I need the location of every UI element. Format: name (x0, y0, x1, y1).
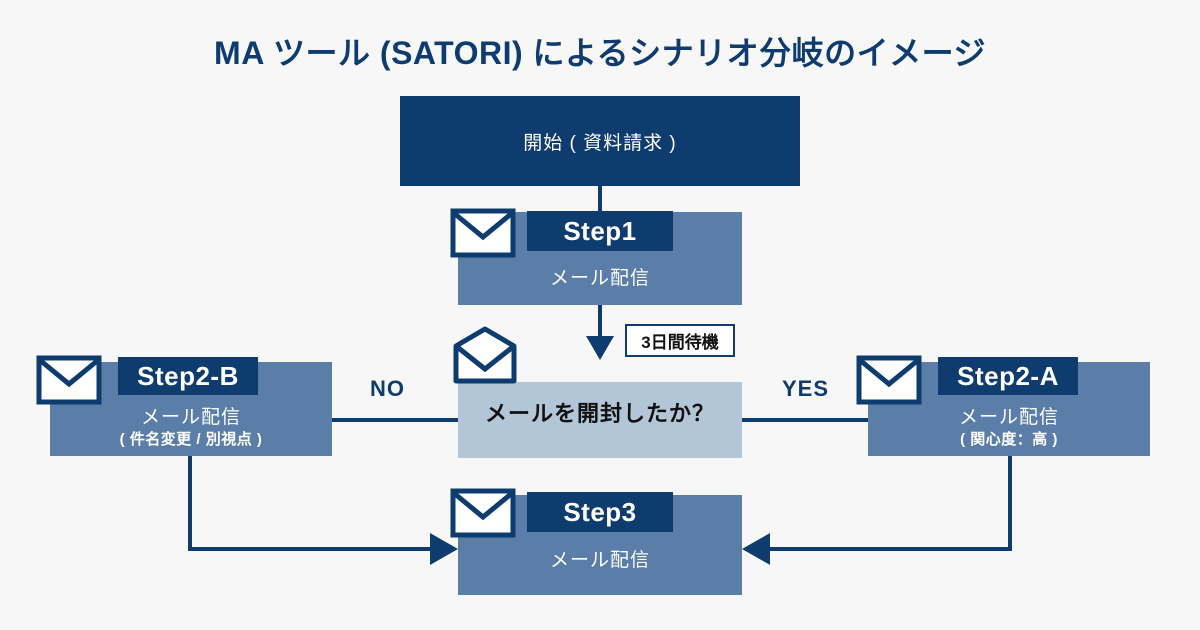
decision-node-label: メールを開封したか？ (484, 401, 715, 426)
closed-envelope-icon (450, 488, 516, 538)
step1-sublabel: メール配信 (549, 268, 650, 289)
step2b-detail: ( 件名変更 / 別視点 ) (119, 431, 263, 448)
step2a-badge: Step2-A (938, 357, 1078, 395)
step2a-detail: ( 関心度：高 ) (960, 431, 1058, 448)
step3-sublabel: メール配信 (549, 550, 650, 571)
step2a-sublabel: メール配信 (958, 407, 1059, 428)
arrowhead-step2b-to-step3 (430, 533, 458, 565)
connector-step2b-to-step3 (188, 456, 432, 551)
step3-badge: Step3 (527, 492, 673, 532)
start-node-label: 開始 ( 資料請求 ) (523, 132, 677, 154)
connector-step2a-to-step3 (770, 456, 1012, 551)
arrowhead-step2a-to-step3 (742, 533, 770, 565)
closed-envelope-icon (450, 208, 516, 258)
start-node[interactable]: 開始 ( 資料請求 ) (400, 96, 800, 186)
closed-envelope-icon (36, 355, 102, 405)
closed-envelope-icon (856, 355, 922, 405)
decision-node[interactable] (458, 382, 742, 458)
step2b-sublabel: メール配信 (140, 407, 241, 428)
branch-label-no: NO (370, 376, 405, 401)
step2b-badge: Step2-B (118, 357, 258, 395)
page-title: MA ツール (SATORI) によるシナリオ分岐のイメージ (214, 35, 986, 71)
arrowhead-step1-to-decision (586, 336, 614, 360)
wait-badge: 3日間待機 (625, 324, 735, 357)
wait-badge-label: 3日間待機 (641, 333, 719, 352)
step1-badge: Step1 (527, 211, 673, 251)
branch-label-yes: YES (782, 376, 830, 401)
open-envelope-icon (453, 326, 517, 384)
